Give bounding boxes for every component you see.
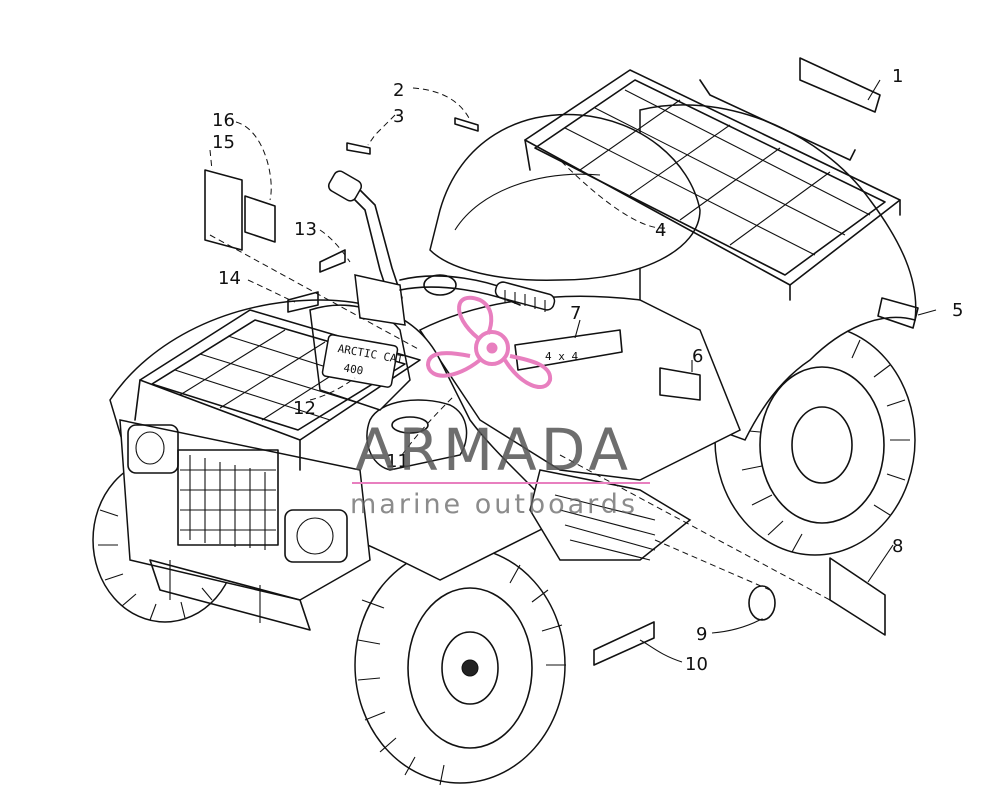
decal-10 bbox=[593, 621, 655, 666]
decal-2 bbox=[454, 117, 479, 132]
watermark: ARMADA marine outboards bbox=[350, 295, 650, 520]
atv-body bbox=[109, 104, 917, 631]
handlebar-assembly bbox=[327, 170, 556, 326]
decal-13 bbox=[319, 249, 346, 273]
callout-13: 13 bbox=[294, 219, 317, 240]
decal-1 bbox=[799, 57, 881, 113]
front-rack bbox=[134, 309, 421, 471]
callout-1: 1 bbox=[892, 66, 903, 87]
callout-16: 16 bbox=[212, 110, 235, 131]
side-decal-6 bbox=[659, 367, 701, 401]
callout-11: 11 bbox=[386, 451, 409, 472]
grille bbox=[177, 449, 279, 550]
leader-lines bbox=[209, 79, 937, 663]
hood-decal-model: 400 bbox=[342, 361, 364, 377]
decal-3 bbox=[346, 142, 371, 155]
callout-12: 12 bbox=[293, 398, 316, 419]
callout-6: 6 bbox=[692, 346, 703, 367]
callout-3: 3 bbox=[393, 106, 404, 127]
rear-rack bbox=[524, 69, 901, 301]
callout-7: 7 bbox=[570, 303, 581, 324]
watermark-brand: ARMADA bbox=[355, 416, 632, 484]
callout-9: 9 bbox=[696, 624, 707, 645]
propeller-logo-icon bbox=[425, 295, 553, 390]
callout-8: 8 bbox=[892, 536, 903, 557]
decal-15 bbox=[204, 169, 243, 251]
callout-4: 4 bbox=[655, 220, 666, 241]
decal-8 bbox=[829, 557, 886, 636]
front-right-wheel bbox=[354, 546, 566, 786]
hood-decal: ARCTIC CAT 400 bbox=[321, 334, 405, 388]
callout-10: 10 bbox=[685, 654, 708, 675]
headlight-left bbox=[127, 424, 179, 474]
headlight-right bbox=[284, 509, 348, 563]
side-model-decal: 4 x 4 bbox=[514, 329, 623, 371]
side-model-decal-text: 4 x 4 bbox=[545, 350, 578, 363]
watermark-tagline: marine outboards bbox=[350, 489, 638, 520]
callout-labels: 1 2 3 4 5 6 7 8 9 10 11 12 13 14 15 16 bbox=[212, 66, 963, 675]
decal-16 bbox=[244, 195, 276, 243]
callout-15: 15 bbox=[212, 132, 235, 153]
decal-14 bbox=[287, 291, 319, 313]
callout-2: 2 bbox=[393, 80, 404, 101]
callout-5: 5 bbox=[952, 300, 963, 321]
callout-14: 14 bbox=[218, 268, 241, 289]
decal-5 bbox=[877, 297, 919, 329]
decal-9 bbox=[748, 585, 776, 621]
